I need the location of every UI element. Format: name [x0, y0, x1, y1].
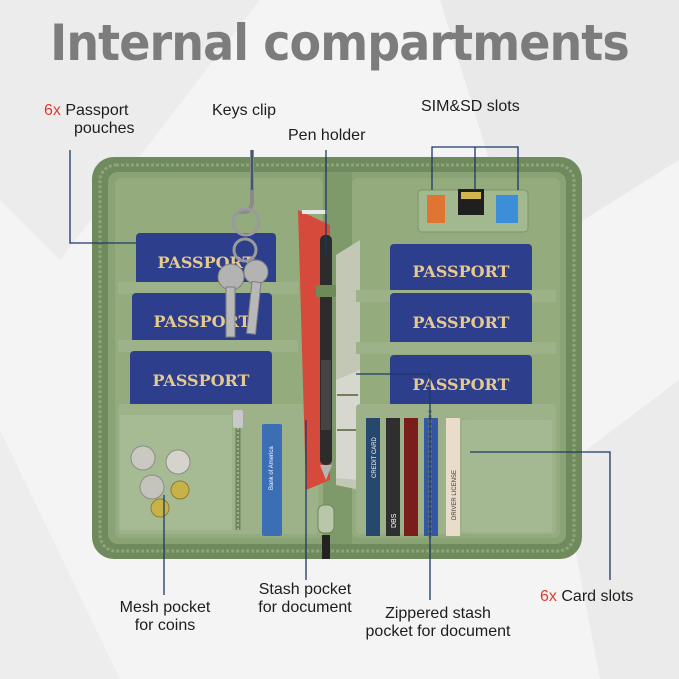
card-bank: [262, 424, 282, 536]
passport-text: PASSPORT: [413, 313, 510, 332]
sim-card: [427, 195, 445, 223]
card-text: Bank of America: [269, 446, 275, 490]
passport-right-1: PASSPORT: [390, 244, 532, 298]
passport-right-3: PASSPORT: [390, 355, 532, 411]
card-text: CREDIT CARD: [372, 436, 378, 478]
label-count: 6x: [540, 588, 557, 605]
label-passport-pouches: 6x Passport pouches: [44, 102, 135, 138]
label-mesh-pocket: Mesh pocket for coins: [100, 599, 230, 635]
label-stash-pocket: Stash pocket for document: [240, 581, 370, 617]
coin: [165, 449, 191, 475]
passport-text: PASSPORT: [153, 371, 250, 390]
passport-text: PASSPORT: [154, 312, 251, 331]
coin: [139, 474, 165, 500]
card-license: [446, 418, 460, 536]
keys-clip-group: [217, 150, 269, 338]
passport-text: PASSPORT: [413, 375, 510, 394]
label-line: Card slots: [561, 588, 634, 605]
label-line: pocket for document: [365, 623, 511, 640]
card-text: DRIVER LICENSE: [452, 470, 458, 520]
label-pen-holder: Pen holder: [288, 127, 366, 144]
card-dbs: [386, 418, 400, 536]
page-title: Internal compartments: [50, 14, 630, 72]
passport-text: PASSPORT: [413, 262, 510, 281]
card-red: [404, 418, 418, 536]
card-slot-pocket: [462, 420, 552, 532]
pen: [316, 235, 336, 480]
card-text: DBS: [391, 513, 398, 528]
label-line: for coins: [134, 617, 196, 634]
coin: [130, 445, 156, 471]
sim-card-blue: [496, 195, 518, 223]
card-credit: [366, 418, 380, 536]
coin: [170, 480, 190, 500]
passport-right-2: PASSPORT: [390, 293, 532, 349]
label-line: Passport: [65, 102, 129, 119]
label-line: for document: [258, 599, 352, 616]
label-count: 6x: [44, 102, 61, 119]
passport-left-3: PASSPORT: [130, 351, 272, 407]
label-line: Stash pocket: [258, 581, 352, 598]
label-sim-sd-slots: SIM&SD slots: [421, 98, 520, 115]
coin: [150, 498, 170, 518]
label-line: pouches: [74, 120, 135, 137]
leader-lines: [69, 146, 611, 600]
label-keys-clip: Keys clip: [212, 102, 277, 119]
label-line: Zippered stash: [385, 605, 491, 622]
label-zippered-stash: Zippered stash pocket for document: [348, 605, 528, 641]
label-card-slots: 6x Card slots: [540, 588, 633, 606]
label-line: Mesh pocket: [119, 599, 211, 616]
